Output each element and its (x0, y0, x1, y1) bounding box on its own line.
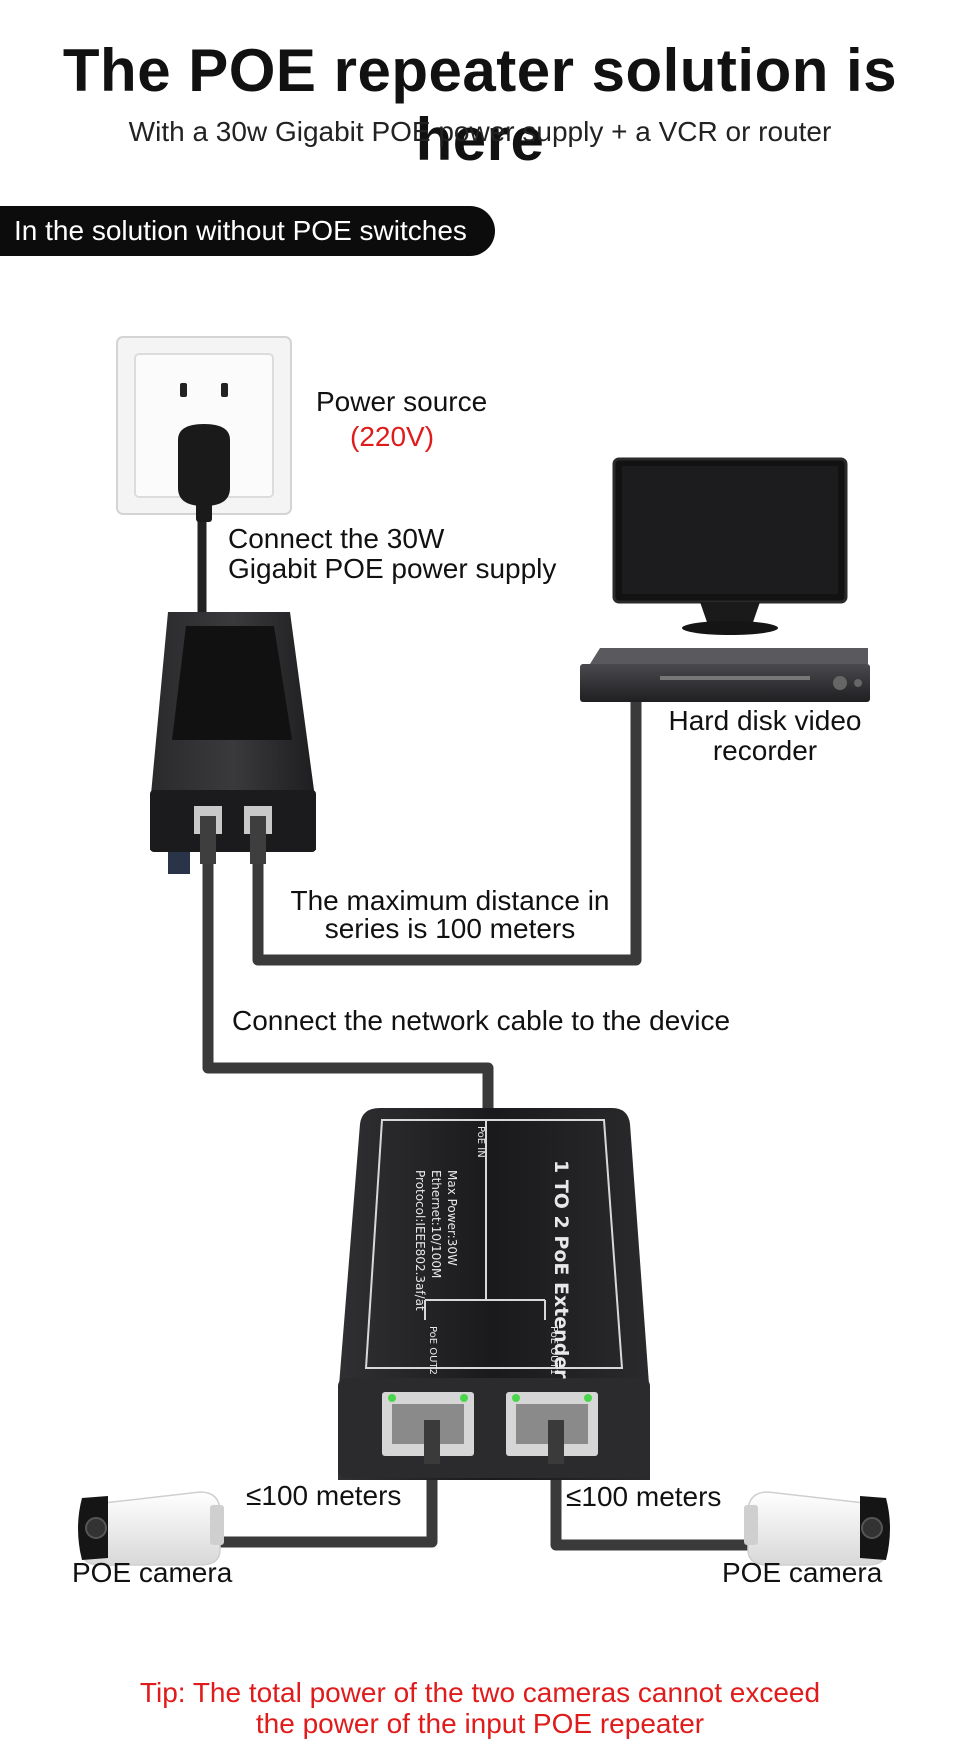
nvr-label-line1: Hard disk video (640, 706, 890, 736)
camera-right-label: POE camera (722, 1558, 882, 1588)
tip-line1: Tip: The total power of the two cameras … (0, 1677, 960, 1708)
wall-outlet (117, 337, 291, 522)
extender-spec-ethernet: Ethernet:10/100M (429, 1170, 443, 1278)
nvr-label-line2: recorder (640, 736, 890, 766)
extender-port-in-label: PoE IN (475, 1126, 486, 1158)
extender-spec-power: Max Power:30W (445, 1170, 459, 1266)
extender-port-out1-label: PoE OUT1 (548, 1326, 559, 1375)
power-plug-icon (178, 424, 230, 506)
poe-camera-right-icon (744, 1492, 890, 1565)
distance-right-label: ≤100 meters (566, 1482, 721, 1512)
power-source-label: Power source (316, 387, 487, 417)
monitor (614, 459, 846, 635)
connect-supply-label-line1: Connect the 30W (228, 524, 444, 554)
page-title: The POE repeater solution is here (0, 36, 960, 174)
poe-camera-left-icon (78, 1492, 224, 1565)
nvr-device (580, 648, 870, 702)
poe-extender (338, 1108, 650, 1480)
outlet-slot-left-icon (180, 383, 187, 397)
extender-port-out2-label: PoE OUT2 (427, 1326, 438, 1375)
tip-line2: the power of the input POE repeater (0, 1708, 960, 1739)
poe-injector (150, 612, 316, 874)
distance-left-label: ≤100 meters (246, 1481, 401, 1511)
extender-spec-protocol: Protocol:IEEE802.3af/at (413, 1170, 427, 1311)
outlet-slot-right-icon (221, 383, 228, 397)
tip-note: Tip: The total power of the two cameras … (0, 1677, 960, 1739)
voltage-label: (220V) (350, 422, 434, 452)
page-subtitle: With a 30w Gigabit POE power supply + a … (0, 116, 960, 148)
max-distance-label-line2: series is 100 meters (260, 914, 640, 944)
camera-left-label: POE camera (72, 1558, 232, 1588)
connect-supply-label-line2: Gigabit POE power supply (228, 554, 556, 584)
connect-cable-label: Connect the network cable to the device (232, 1006, 730, 1036)
max-distance-label-line1: The maximum distance in (260, 886, 640, 916)
scenario-banner: In the solution without POE switches (0, 206, 495, 256)
